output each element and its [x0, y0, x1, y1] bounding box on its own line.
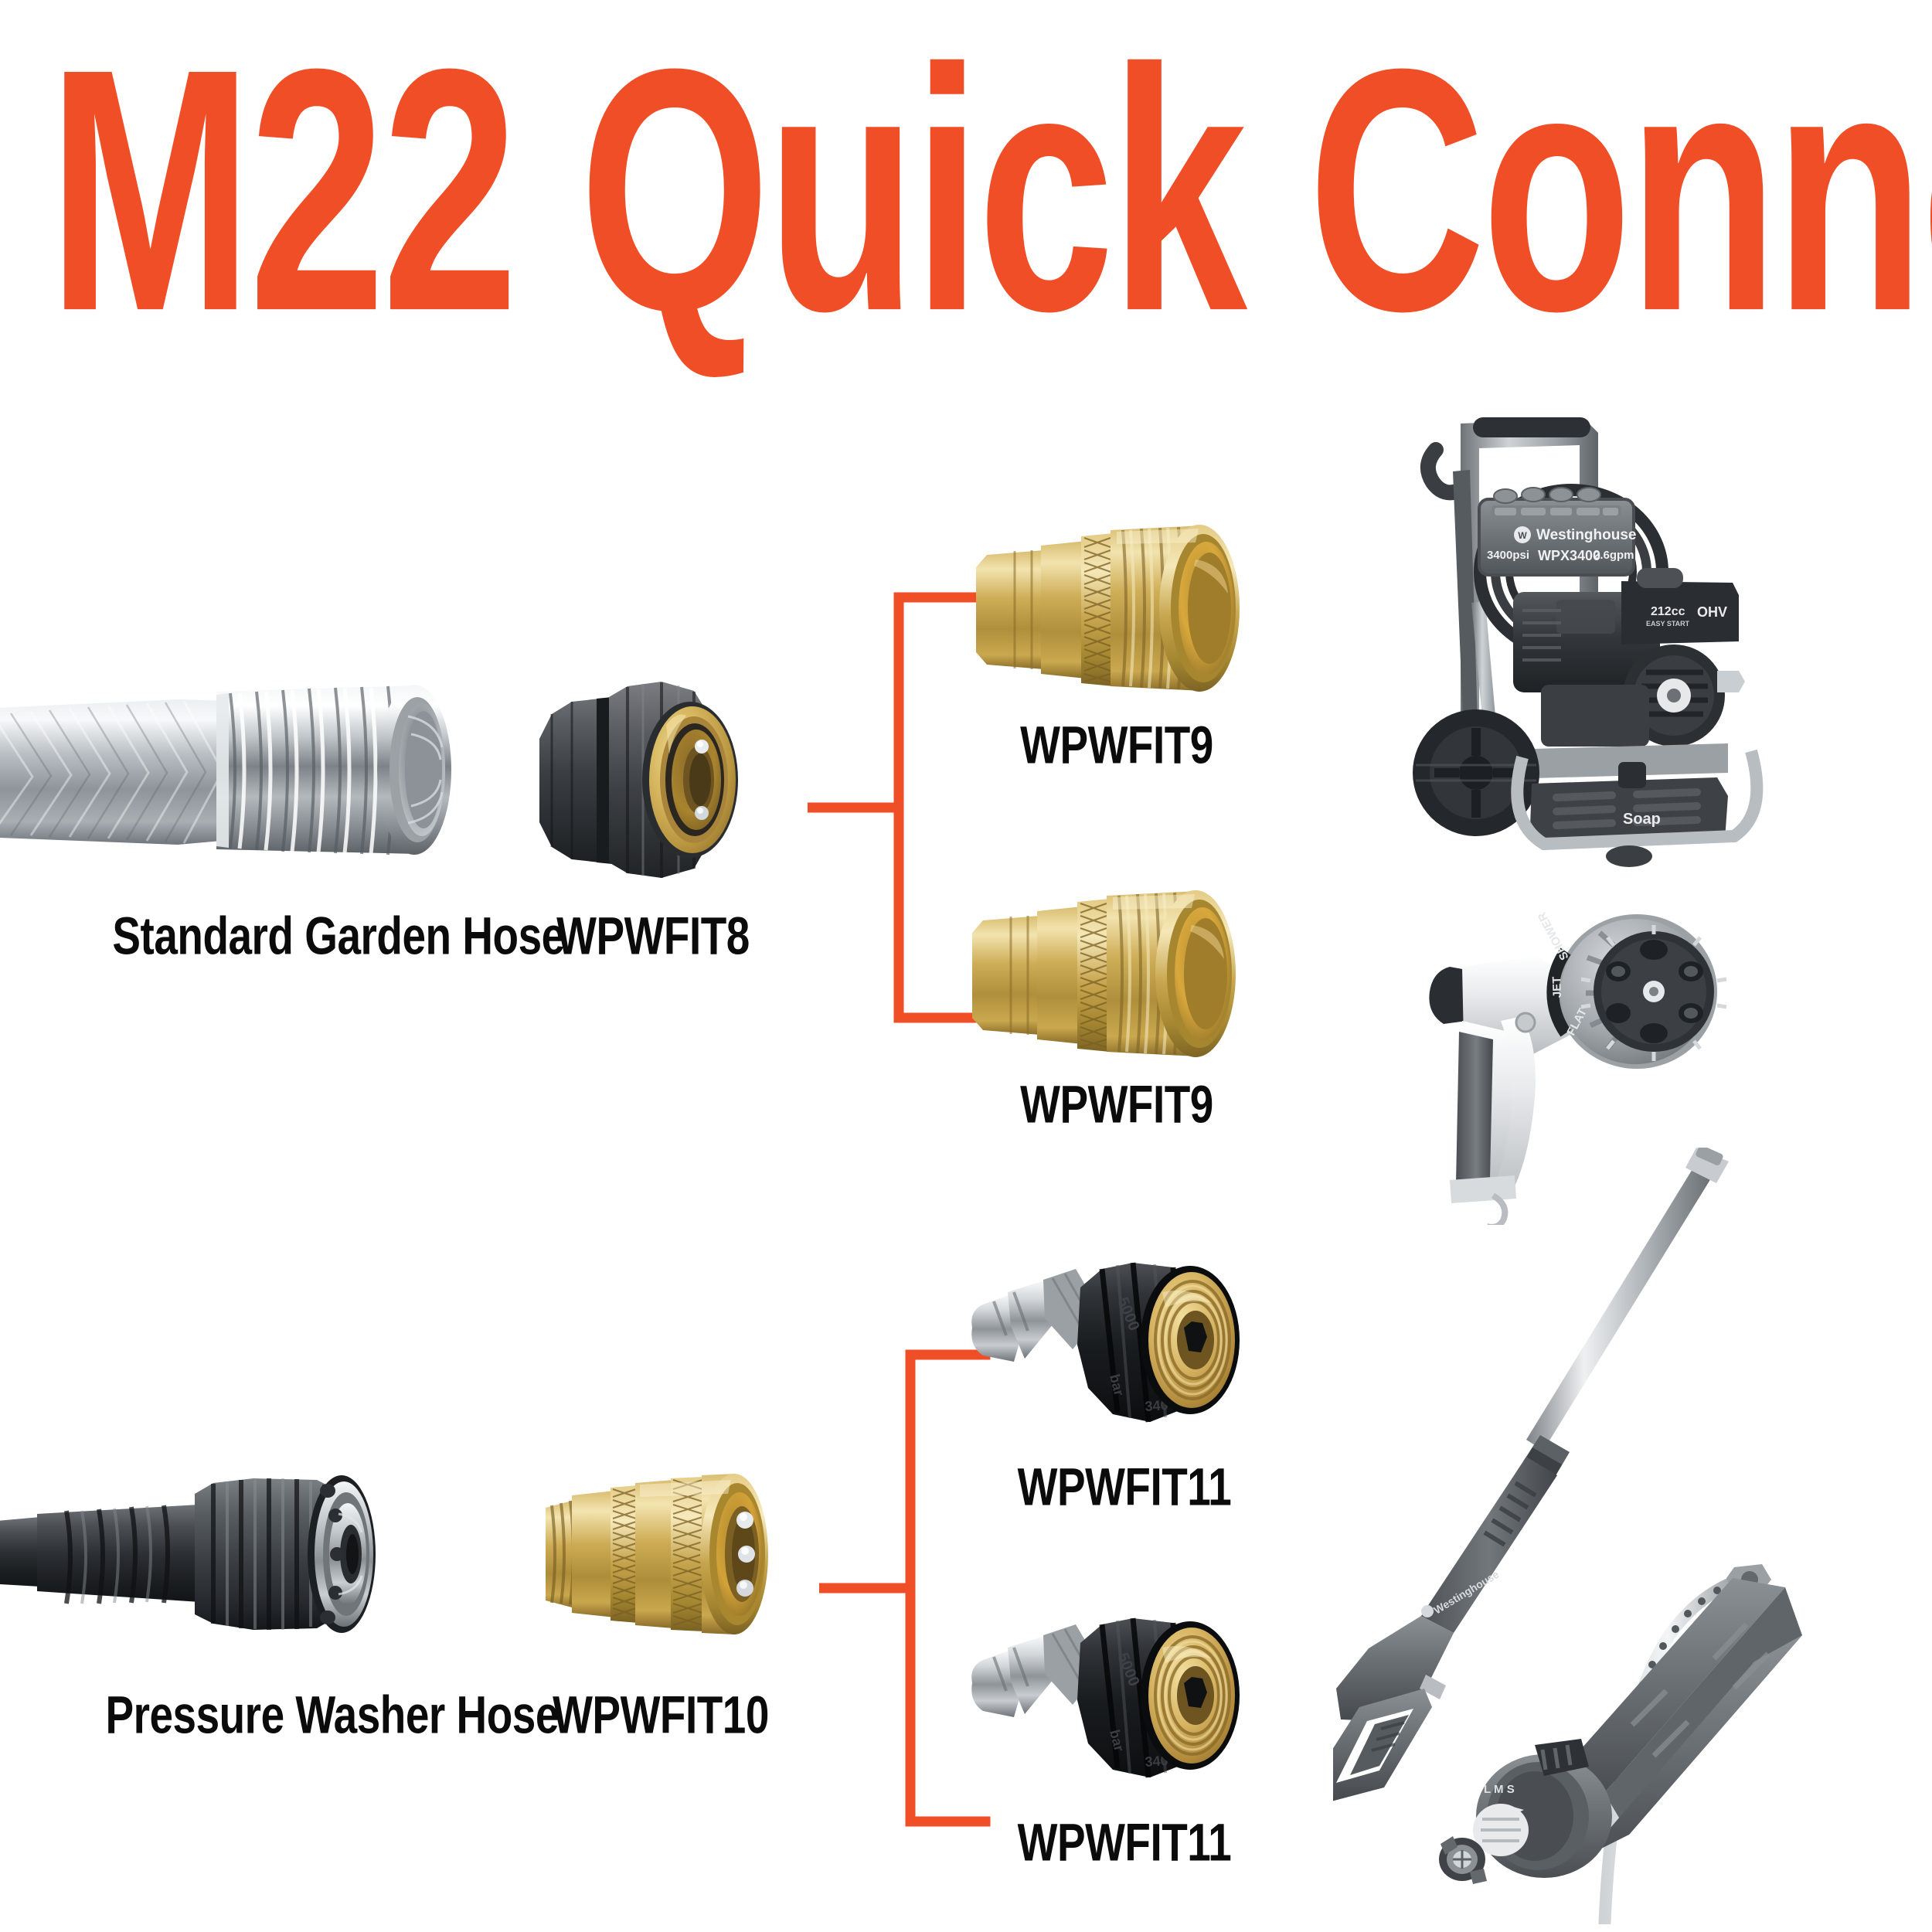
pw-easystart-text: EASY START [1646, 620, 1690, 628]
page-title: M22 Quick Connect Flexibility [48, 0, 1932, 383]
pw-model-text: WPX3400 [1538, 548, 1600, 563]
wpwfit11-top-image: 5000 bar 340 psi [966, 1260, 1275, 1437]
caption-wpwfit9-top: WPWFIT9 [1020, 716, 1213, 775]
sprinkler-image: L M S [1422, 1561, 1901, 1924]
title-bar: M22 Quick Connect Flexibility [0, 0, 1932, 402]
wpwfit11-bottom-image: 5000 bar 340 psi [966, 1615, 1275, 1793]
nozzle-pattern-jet: JET [1550, 976, 1564, 998]
sprinkler-mode-marks: L M S [1484, 1783, 1515, 1796]
wpwfit9-bottom-image [966, 885, 1275, 1063]
caption-wpwfit8: WPWFIT8 [556, 906, 750, 966]
pw-ohv-text: OHV [1697, 604, 1727, 620]
pw-psi-text: 3400psi [1487, 549, 1529, 562]
hose-nozzle-image: SHOWER JET FLAT [1422, 900, 1808, 1225]
pw-brand-text: Westinghouse [1536, 527, 1637, 543]
garden-hose-image [0, 661, 479, 885]
bracket-top [807, 591, 985, 1028]
nozzle-pattern-shower: SHOWER [1536, 910, 1572, 962]
caption-wpwfit9-bottom: WPWFIT9 [1020, 1075, 1213, 1134]
pressure-washer-hose-image [0, 1457, 471, 1650]
svg-text:W: W [1518, 530, 1527, 541]
pw-engine-cc-text: 212cc [1651, 605, 1685, 618]
wpwfit8-image [526, 680, 781, 881]
caption-wpwfit11-top: WPWFIT11 [1017, 1458, 1232, 1517]
caption-garden-hose: Standard Garden Hose [112, 906, 565, 966]
washer-gun-lance-image: Westinghouse [1333, 1148, 1859, 1843]
pressure-washer-image: W Westinghouse WPX3400 3400psi 2.6gpm 21… [1405, 410, 1853, 873]
caption-wpwfit11-bottom: WPWFIT11 [1017, 1813, 1232, 1872]
bracket-bottom [818, 1349, 997, 1832]
wpwfit10-image [541, 1472, 788, 1642]
caption-pressure-washer-hose: Pressure Washer Hose [105, 1685, 559, 1745]
wpwfit9-top-image [970, 519, 1279, 697]
pw-gpm-text: 2.6gpm [1594, 549, 1634, 562]
pw-soap-text: Soap [1623, 811, 1661, 828]
caption-wpwfit10: WPWFIT10 [553, 1685, 769, 1745]
